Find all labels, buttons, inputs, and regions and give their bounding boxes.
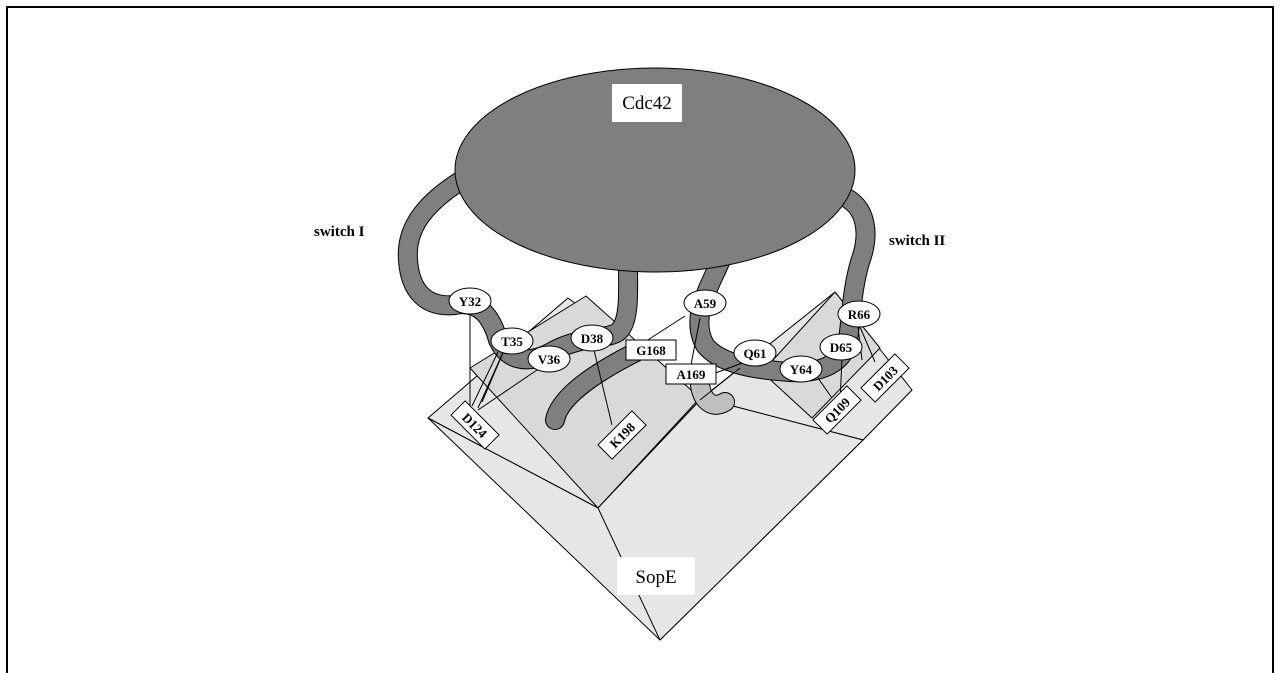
residue-r66: R66 [837,300,881,328]
sope-label-box [617,557,695,595]
residue-d38: D38 [570,324,614,352]
cdc42-label: Cdc42 [622,93,672,114]
sope-label: SopE [635,567,676,588]
svg-text:Y64: Y64 [790,362,813,377]
svg-text:G168: G168 [636,343,666,358]
residue-a59: A59 [683,289,727,317]
residue-q61: Q61 [733,339,777,367]
interaction-lines [469,315,876,426]
residue-a169: A169 [665,363,717,385]
residue-g168: G168 [625,339,677,361]
svg-text:T35: T35 [501,334,523,349]
cdc42-label-box [612,84,682,122]
sope-residues: D124 K198 G168 A169 Q109 D103 [450,339,910,460]
svg-text:R66: R66 [848,307,871,322]
residue-q109: Q109 [812,385,862,435]
cdc42-residues: Y32 T35 V36 D38 A59 Q61 Y64 D65 [448,287,881,383]
svg-text:A169: A169 [677,367,706,382]
figure-frame [6,6,1274,673]
svg-text:Y32: Y32 [459,294,481,309]
svg-text:Q61: Q61 [743,346,766,361]
residue-y32: Y32 [448,287,492,315]
cdc42-body [454,67,856,273]
sope-front-face [427,397,864,641]
switch-ii-label: switch II [889,233,945,249]
residue-d65: D65 [819,333,863,361]
residue-k198: K198 [597,410,647,460]
residue-y64: Y64 [779,355,823,383]
svg-text:V36: V36 [538,352,561,367]
residue-t35: T35 [490,327,534,355]
switch-ii-lower-loop [691,376,734,414]
svg-text:A59: A59 [694,296,717,311]
residue-v36: V36 [527,345,571,373]
switch-ii-strand [690,186,875,382]
svg-text:D38: D38 [581,331,604,346]
switch-i-label: switch I [314,224,365,240]
svg-text:D65: D65 [830,340,853,355]
